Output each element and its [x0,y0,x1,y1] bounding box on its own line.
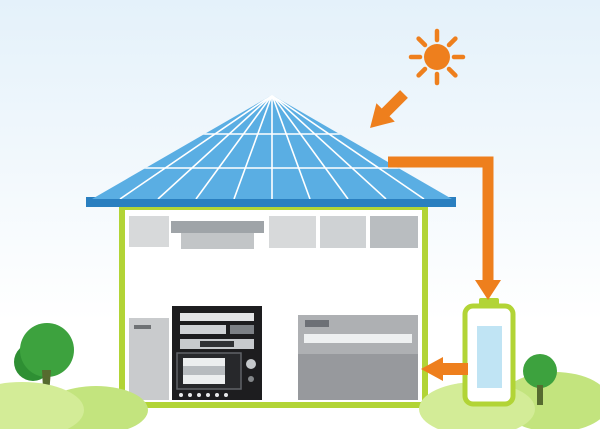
sunlight-arrow [370,90,408,128]
tree-left-foliage [20,323,74,377]
appliance-indicator-dots [179,393,228,397]
appliance-control-panel [180,325,226,334]
vent-hood-slab [171,221,264,233]
bush-left-front [0,382,84,429]
refrigerator-handle [134,325,151,329]
microwave-window-band [183,366,225,375]
battery-window [477,326,502,388]
roof-to-battery-arrow-line [388,156,494,282]
battery-to-house-arrow-head [421,357,443,381]
appliance-top-vent [180,313,254,321]
vent-hood-box [181,233,254,249]
refrigerator-body [129,318,169,400]
storage-battery [462,298,516,407]
microwave-button [248,376,254,382]
left-vegetation [0,323,148,429]
sun-disc [424,44,450,70]
battery-to-house-arrow [421,357,468,381]
appliance-display-screen [200,341,234,347]
window-pane-3 [370,216,418,248]
roof-eave [86,197,456,207]
dishwasher-badge [305,320,329,327]
appliance-control-keys [230,325,254,334]
window-upper-left [129,216,169,247]
tree-right-trunk [537,385,543,405]
dishwasher-handle-slot [304,334,412,343]
dishwasher [298,315,418,400]
microwave-knob [246,359,256,369]
refrigerator [129,318,169,400]
sun-rays [408,28,466,86]
range-hood-vent [171,221,264,249]
roof-to-battery-arrow-head [475,280,501,300]
window-pane-1 [269,216,316,248]
window-pane-2 [320,216,366,248]
kitchen-appliance-stack [172,306,262,400]
battery-to-house-arrow-shaft [443,363,468,375]
tree-right-foliage [523,354,557,388]
microwave [176,352,256,390]
house [119,204,428,408]
sun-icon [408,28,466,86]
dishwasher-lower-panel [298,354,418,400]
energy-flow-arrows [370,90,501,381]
